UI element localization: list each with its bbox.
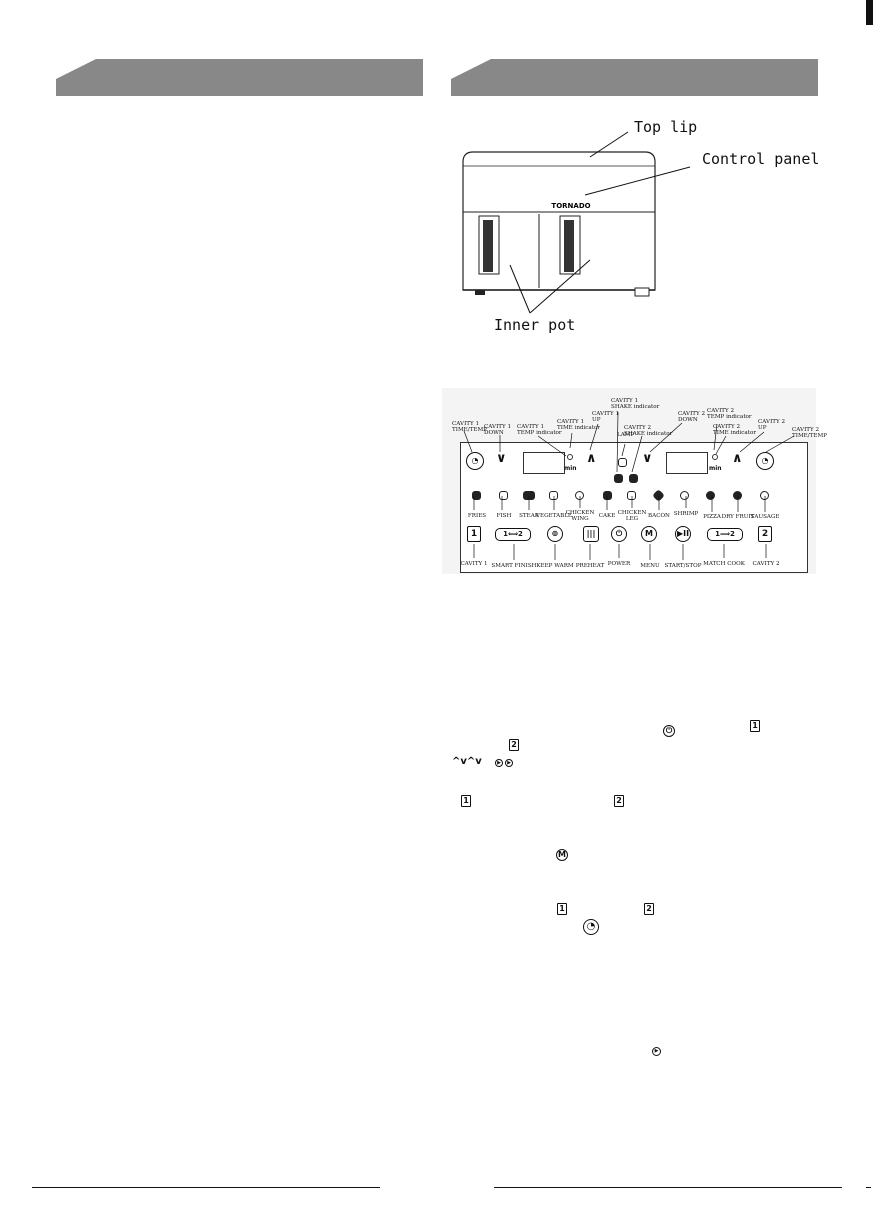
chicken-wing-icon	[575, 491, 584, 500]
button-label-keep-warm: KEEP WARM	[536, 563, 574, 569]
button-label-menu: MENU	[640, 563, 660, 569]
preset-fries: FRIES	[467, 513, 487, 519]
preheat-icon: |||	[583, 526, 599, 542]
cavity2-temp-dot	[712, 454, 718, 460]
cavity2-button-icon: 2	[758, 526, 772, 542]
preset-sausage: SAUSAGE	[750, 514, 780, 520]
fries-icon	[472, 491, 481, 500]
steak-icon	[523, 491, 535, 500]
button-label-cavity1: CAVITY 1	[460, 561, 488, 567]
callout-inner-pot: Inner pot	[494, 316, 576, 334]
inline-cavity2-icon: 2	[509, 739, 519, 751]
cavity2-down-icon: ∨	[642, 451, 653, 466]
inline-cavity1-icon: 1	[750, 720, 760, 732]
start-stop-icon: ▶II	[675, 526, 691, 542]
inline-cavity2-icon-3: 2	[644, 903, 654, 915]
button-label-match-cook: MATCH COOK	[703, 561, 745, 567]
preset-pizza: PIZZA	[703, 514, 721, 520]
cavity2-up-icon: ∧	[732, 451, 743, 466]
label-lamp: LAMP	[617, 432, 635, 438]
section-header-left	[56, 59, 423, 96]
cavity1-shake-icon	[614, 474, 623, 483]
button-label-preheat: PREHEAT	[575, 563, 605, 569]
pizza-icon	[706, 491, 715, 500]
preset-dry-fruit: DRY FRUIT	[721, 514, 755, 520]
preset-shrimp: SHRIMP	[673, 511, 699, 517]
chicken-leg-icon	[627, 491, 636, 500]
preset-steak: STEAK	[519, 513, 539, 519]
match-cook-icon: 1⟹2	[707, 528, 743, 541]
inline-timetemp-icon: ◔	[583, 919, 599, 935]
callout-control-panel: Control panel	[702, 150, 820, 168]
section-header-right	[451, 59, 818, 96]
cavity2-display	[666, 452, 708, 474]
footer-rule-left	[32, 1187, 380, 1188]
cavity2-time-temp-icon: ◔	[756, 452, 774, 470]
footer-rule-right	[494, 1187, 842, 1188]
button-label-smart-finish: SMART FINISH	[491, 563, 537, 569]
button-label-start-stop: START/STOP	[664, 563, 702, 569]
cake-icon	[603, 491, 612, 500]
preset-fish: FISH	[496, 513, 512, 519]
inline-menu-icon: M	[556, 849, 568, 861]
cavity1-time-temp-icon: ◔	[466, 452, 484, 470]
cavity1-down-icon: ∨	[496, 451, 507, 466]
cavity1-up-icon: ∧	[586, 451, 597, 466]
power-icon: ⏻	[611, 526, 627, 542]
preset-bacon: BACON	[648, 513, 670, 519]
inline-cavity2-icon-2: 2	[614, 795, 624, 807]
dry-fruit-icon	[733, 491, 742, 500]
sausage-icon	[760, 491, 769, 500]
callout-lines	[509, 131, 691, 314]
inline-start-stop-icon: ▶	[652, 1047, 661, 1056]
cavity2-min-label: min	[709, 465, 722, 472]
inline-timetemp2-icon: ▶	[505, 759, 513, 767]
inline-timetemp1-icon: ▶	[495, 759, 503, 767]
button-label-power: POWER	[607, 561, 631, 567]
fish-icon	[499, 491, 508, 500]
smart-finish-icon: 1⟺2	[495, 528, 531, 541]
panel-callout-arrows	[463, 411, 795, 560]
callout-top-lip: Top lip	[634, 118, 698, 136]
page-edge-tab	[866, 0, 873, 25]
inline-cavity1-icon-2: 1	[461, 795, 471, 807]
preset-cake: CAKE	[598, 513, 616, 519]
cavity1-button-icon: 1	[467, 526, 481, 542]
inline-arrow-icons: ^v^v	[452, 756, 482, 767]
cavity1-min-label: min	[564, 465, 577, 472]
lamp-icon	[618, 458, 627, 467]
cavity1-temp-dot	[567, 454, 573, 460]
inline-power-icon: ⏻	[663, 725, 675, 737]
inline-cavity1-icon-3: 1	[557, 903, 567, 915]
footer-rule-mark	[866, 1187, 871, 1188]
keep-warm-icon: ⊚	[547, 526, 563, 542]
cavity2-shake-icon	[629, 474, 638, 483]
vegetable-icon	[549, 491, 558, 500]
air-fryer-illustration: TORNADO	[462, 151, 656, 297]
menu-icon: M	[641, 526, 657, 542]
shrimp-icon	[680, 491, 689, 500]
cavity1-display	[523, 452, 565, 474]
preset-vegetable: VEGETABLE	[535, 513, 573, 519]
brand-logo: TORNADO	[551, 202, 590, 210]
button-label-cavity2: CAVITY 2	[752, 561, 780, 567]
